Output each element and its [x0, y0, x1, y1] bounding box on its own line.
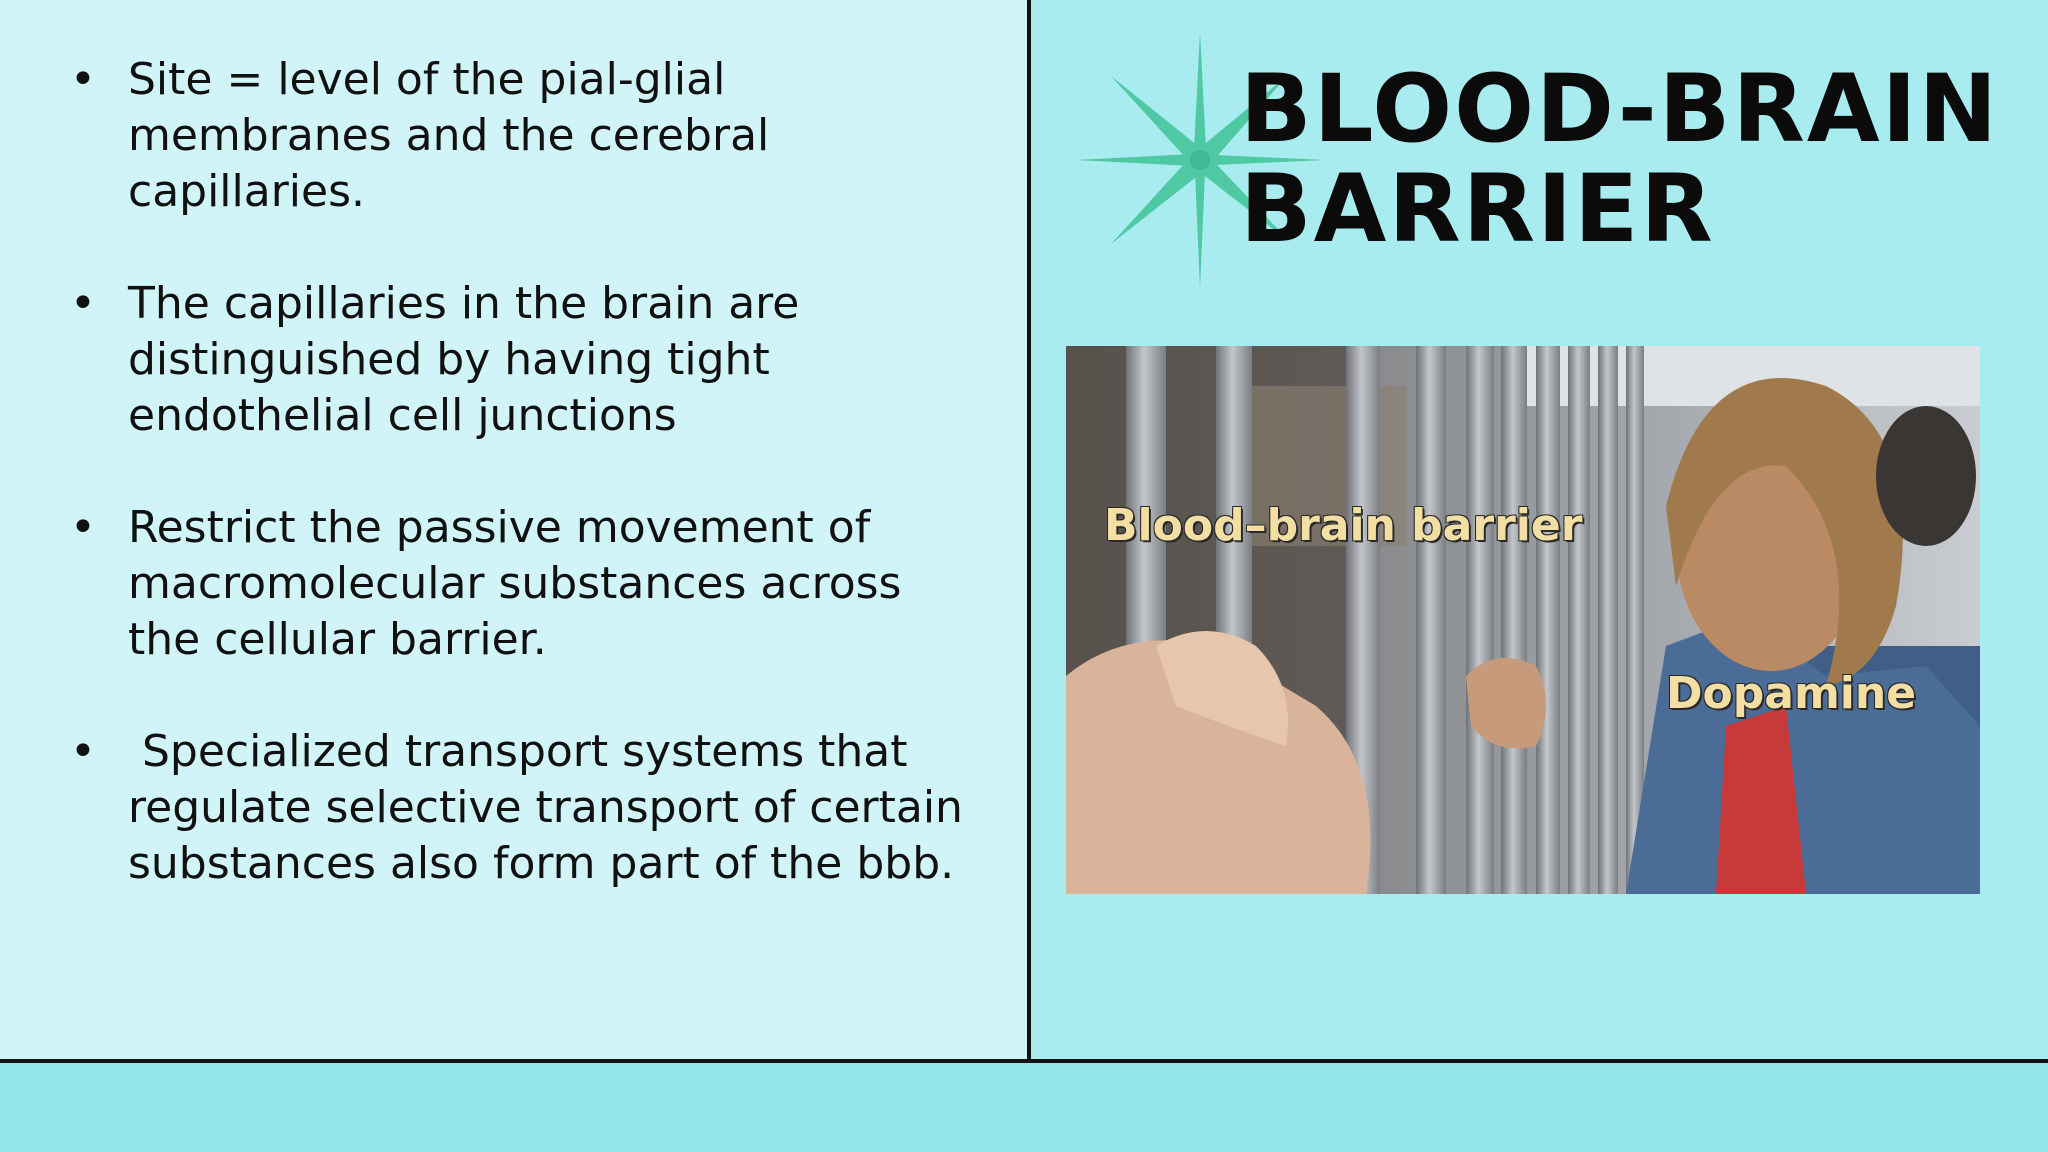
bullet-text: Restrict the passive movement of macromo… — [128, 502, 902, 665]
bullet-item: • The capillaries in the brain are disti… — [70, 276, 970, 444]
horizontal-divider — [0, 1059, 2048, 1063]
bullet-item: • Site = level of the pial-glial membran… — [70, 52, 970, 220]
bullet-text: Site = level of the pial-glial membranes… — [128, 54, 770, 217]
left-panel: • Site = level of the pial-glial membran… — [0, 0, 1027, 1060]
bullet-text: Specialized transport systems that regul… — [128, 726, 977, 889]
meme-label-barrier: Blood–brain barrier — [1104, 500, 1583, 551]
meme-image: Blood–brain barrier Dopamine — [1066, 346, 1980, 894]
bullet-marker: • — [70, 726, 96, 777]
bullet-text: The capillaries in the brain are disting… — [128, 278, 800, 441]
bullet-marker: • — [70, 54, 96, 105]
vertical-divider — [1027, 0, 1031, 1063]
bullet-marker: • — [70, 278, 96, 329]
bullet-marker: • — [70, 502, 96, 553]
bullet-list: • Site = level of the pial-glial membran… — [70, 52, 970, 948]
bullet-item: • Specialized transport systems that reg… — [70, 724, 970, 892]
meme-label-dopamine: Dopamine — [1666, 668, 1917, 719]
sparkle-star-icon — [1075, 32, 1325, 288]
footer-band — [0, 1063, 2048, 1152]
slide-title: BLOOD-BRAIN BARRIER — [1240, 55, 2000, 264]
bullet-item: • Restrict the passive movement of macro… — [70, 500, 970, 668]
meme-photo — [1066, 346, 1980, 894]
